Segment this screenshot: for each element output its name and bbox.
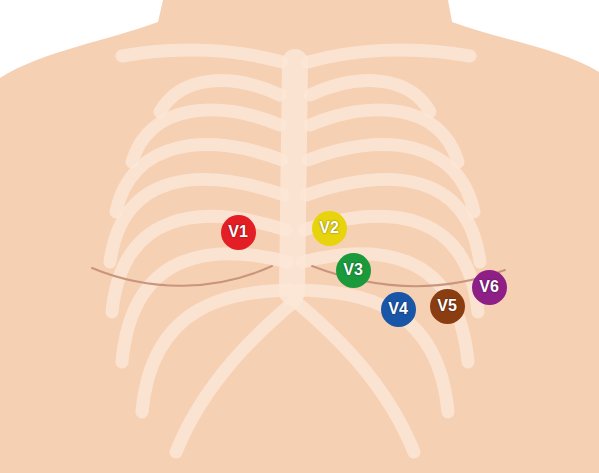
left-ribs — [110, 81, 296, 452]
electrode-circle: V6 — [472, 270, 507, 305]
lead-label: V1 — [228, 224, 248, 240]
chest-contour — [92, 266, 505, 286]
electrode-disc — [221, 215, 256, 250]
lead-label: V2 — [319, 220, 339, 236]
lead-label: V4 — [388, 301, 408, 317]
electrode-circle: V5 — [430, 289, 465, 324]
right-ribs — [294, 81, 480, 452]
electrode-circle: V1 — [221, 215, 256, 250]
lead-label: V3 — [343, 262, 363, 278]
electrode-circle: V2 — [312, 211, 347, 246]
electrode-disc — [472, 270, 507, 305]
clavicle — [122, 50, 282, 62]
electrode-disc — [312, 211, 347, 246]
electrode-disc — [381, 292, 416, 327]
rib-cage — [110, 50, 480, 452]
lead-label: V6 — [479, 279, 499, 295]
clavicle — [308, 50, 470, 62]
electrode-circle: V4 — [381, 292, 416, 327]
electrode-circle: V3 — [336, 253, 371, 288]
electrode-disc — [430, 289, 465, 324]
lead-label: V5 — [437, 298, 457, 314]
electrode-disc — [336, 253, 371, 288]
